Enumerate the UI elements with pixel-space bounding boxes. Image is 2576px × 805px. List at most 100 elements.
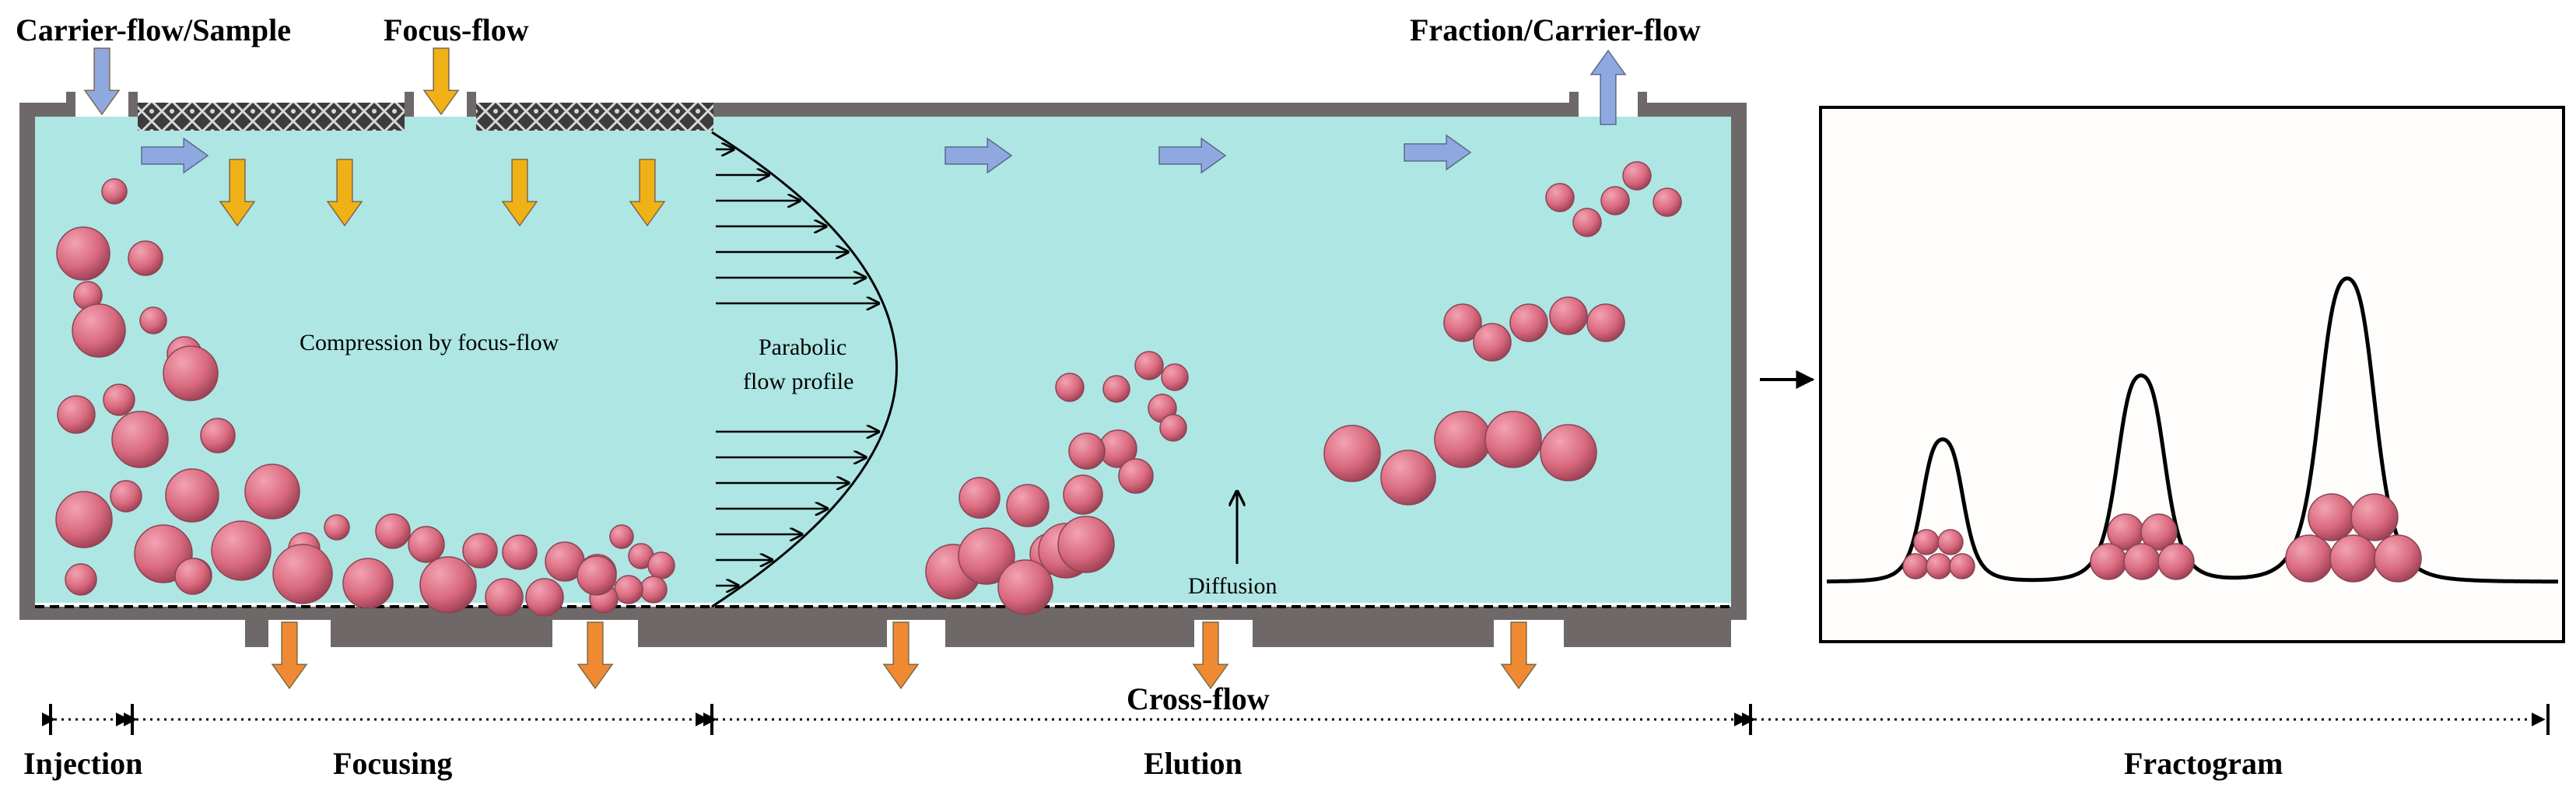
fractogram-particle [2090, 543, 2127, 580]
particle [101, 178, 128, 205]
particle [1323, 425, 1381, 482]
particle [272, 544, 333, 604]
fractogram-particle [2350, 493, 2399, 541]
stage-fractogram: Fractogram [2124, 746, 2283, 781]
particle [163, 345, 219, 401]
cross-flow-arrow [882, 621, 920, 690]
fractogram-particle [2140, 513, 2178, 551]
carrier-flow-arrows [83, 47, 1627, 174]
channel-fill [35, 117, 1731, 603]
particle [1161, 363, 1189, 391]
particle [110, 480, 142, 513]
particle [640, 576, 668, 604]
particle [959, 477, 1001, 519]
stage-focusing: Focusing [333, 746, 452, 781]
particle [342, 558, 394, 609]
focus-flow-arrow [326, 159, 363, 227]
fractogram-particle [1902, 553, 1929, 579]
fractogram-particle [2329, 534, 2378, 583]
particle [174, 558, 212, 595]
particle [1509, 303, 1548, 342]
particle [1572, 208, 1602, 237]
fractogram-particles [1902, 493, 2422, 583]
focus-flow-arrows [219, 47, 666, 227]
particle [1055, 373, 1085, 402]
particle [1549, 296, 1588, 335]
particle [57, 395, 96, 434]
particle [55, 491, 113, 548]
particle [1545, 183, 1575, 212]
particle [419, 556, 477, 614]
particle [324, 514, 350, 541]
particle [1134, 351, 1164, 380]
particle [244, 464, 300, 520]
cross-flow-arrow [271, 621, 308, 690]
particle [1057, 516, 1115, 573]
particle [1586, 303, 1625, 342]
cross-flow-label: Cross-flow [1127, 681, 1270, 716]
particle [165, 468, 219, 523]
particle [1443, 303, 1482, 342]
fractogram-particle [2285, 534, 2333, 583]
particle [1434, 411, 1491, 468]
fractogram-particle [2374, 534, 2422, 583]
frit-right [476, 103, 713, 131]
frit-left [138, 103, 405, 131]
right-wall [1731, 103, 1747, 620]
particle [1484, 411, 1542, 468]
particle [200, 418, 236, 453]
stage-elution: Elution [1144, 746, 1242, 781]
particle [72, 303, 126, 358]
particles [55, 161, 1682, 617]
particle [462, 533, 498, 569]
particle [128, 240, 163, 276]
particle [647, 551, 675, 579]
particle [1159, 414, 1187, 442]
cross-flow-arrow [1500, 621, 1537, 690]
parabolic-label-1: Parabolic [759, 334, 846, 360]
fractogram-particle [2123, 543, 2161, 580]
focus-inlet-arrow [422, 47, 460, 116]
particle [525, 578, 564, 617]
left-wall [19, 103, 35, 620]
particle [139, 306, 167, 334]
particle [1380, 450, 1436, 506]
focus-flow-arrow [501, 159, 538, 227]
carrier-flow-arrow [945, 137, 1013, 174]
particle [1063, 474, 1103, 515]
particle [1652, 187, 1682, 217]
stage-markers [41, 704, 2550, 735]
particle [1006, 484, 1050, 527]
particle [997, 559, 1053, 615]
particle [485, 578, 524, 617]
cross-flow-arrow [1192, 621, 1229, 690]
carrier-sample-label: Carrier-flow/Sample [16, 12, 291, 47]
parabolic-flow-profile [711, 131, 898, 608]
particle [1622, 161, 1652, 191]
particle [211, 520, 272, 581]
bottom-wall [19, 607, 1747, 647]
cross-flow-arrow [577, 621, 614, 690]
particle [1118, 458, 1154, 494]
particle [577, 555, 617, 596]
carrier-inlet-arrow [83, 47, 121, 116]
particle [1540, 424, 1597, 481]
cross-flow-arrows [271, 621, 1537, 690]
particle [56, 226, 110, 281]
particle [375, 513, 411, 549]
particle [614, 575, 643, 604]
carrier-flow-arrow [1158, 137, 1227, 174]
fractogram-particle [1913, 529, 1940, 555]
particle [103, 383, 135, 416]
carrier-flow-arrow [1404, 134, 1472, 171]
particle [502, 534, 538, 570]
fractogram-particle [2308, 493, 2356, 541]
particle [1600, 186, 1630, 215]
focus-flow-label: Focus-flow [384, 12, 529, 47]
particle [65, 563, 97, 596]
particle [111, 411, 169, 468]
stage-injection: Injection [23, 746, 142, 781]
fractogram-particle [2157, 543, 2195, 580]
fractogram-particle [1937, 529, 1964, 555]
